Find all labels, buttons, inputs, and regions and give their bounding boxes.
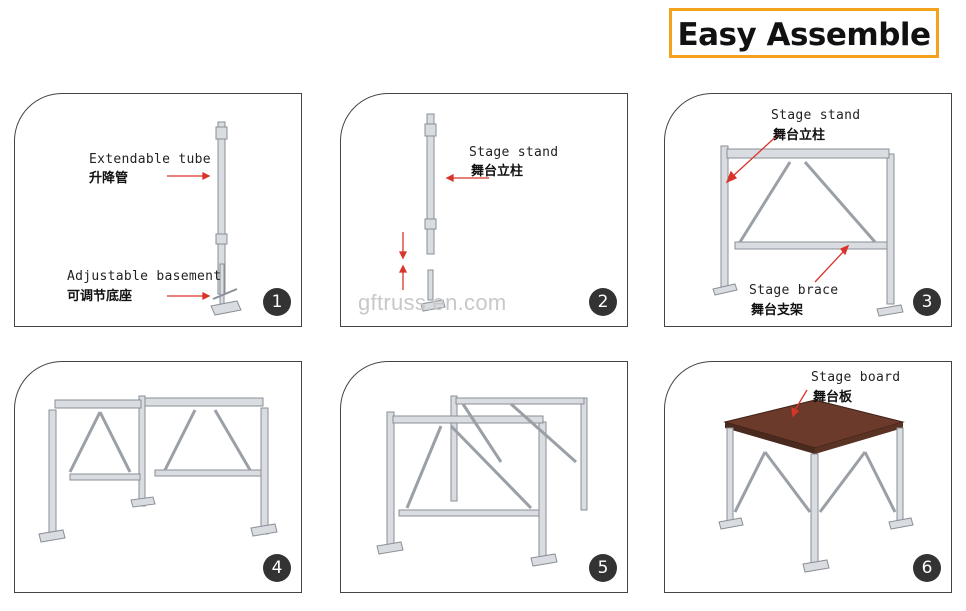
step-badge-4: 4	[263, 554, 291, 582]
square-frame-illustration	[376, 395, 588, 567]
label-adjustable-basement-cn: 可调节底座	[67, 289, 133, 304]
title-box: Easy Assemble	[669, 8, 939, 58]
adjustable-pole-illustration	[167, 121, 242, 316]
label-stage-stand: Stage stand	[469, 145, 559, 160]
label-stage-board-cn: 舞台板	[813, 390, 853, 405]
two-frames-illustration	[38, 395, 278, 543]
frame-illustration	[712, 131, 904, 317]
page-title: Easy Assemble	[677, 17, 931, 53]
stage-stand-illustration	[398, 113, 489, 312]
step-badge-3: 3	[913, 288, 941, 316]
label-stage-brace: Stage brace	[749, 283, 839, 298]
label-stage-stand-3-cn: 舞台立柱	[773, 128, 826, 143]
label-adjustable-basement: Adjustable basement	[67, 269, 222, 284]
stage-platform-illustration	[718, 389, 914, 573]
step-badge-1: 1	[263, 288, 291, 316]
label-stage-stand-cn: 舞台立柱	[471, 164, 524, 179]
panel-step-6: Stage board 舞台板 6	[664, 361, 952, 593]
step-badge-5: 5	[589, 554, 617, 582]
panel-step-3: Stage stand 舞台立柱 Stage brace 舞台支架 3	[664, 93, 952, 327]
step-badge-2: 2	[589, 288, 617, 316]
panel-step-2: Stage stand 舞台立柱 2	[340, 93, 628, 327]
label-stage-stand-3: Stage stand	[771, 108, 861, 123]
label-stage-brace-cn: 舞台支架	[751, 303, 804, 318]
panel-step-5: 5	[340, 361, 628, 593]
panel-step-4: 4	[14, 361, 302, 593]
watermark: gftruss.en.com	[358, 290, 507, 315]
label-extendable-tube-cn: 升降管	[89, 171, 129, 186]
label-extendable-tube: Extendable tube	[89, 152, 211, 167]
panel-step-1: Extendable tube 升降管 Adjustable basement …	[14, 93, 302, 327]
step-badge-6: 6	[913, 554, 941, 582]
label-stage-board: Stage board	[811, 370, 901, 385]
